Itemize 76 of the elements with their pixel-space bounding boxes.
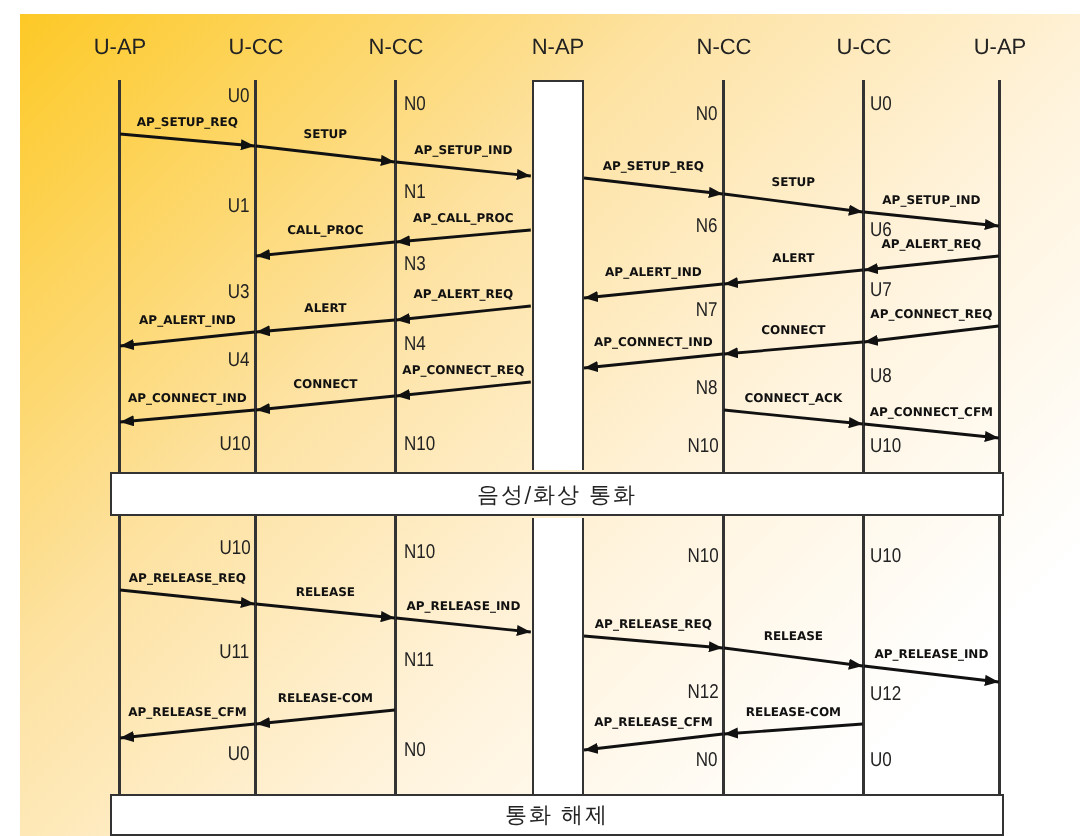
lifeline-header: U-CC — [226, 36, 286, 60]
state-label: N8 — [696, 378, 718, 400]
lifeline-header: N-AP — [529, 36, 587, 60]
message-arrow — [119, 132, 255, 151]
state-label: U10 — [218, 434, 250, 456]
state-label: N0 — [404, 740, 426, 762]
phase-band — [110, 472, 1004, 516]
state-label: U12 — [870, 684, 902, 706]
state-label: N0 — [404, 94, 426, 116]
state-label: N6 — [696, 216, 718, 238]
message-arrow — [863, 210, 999, 231]
state-label: N10 — [686, 436, 718, 458]
message-arrow — [723, 268, 863, 289]
message-arrow — [583, 176, 723, 198]
message-arrow — [723, 646, 863, 670]
message-arrow — [863, 324, 999, 346]
state-label: U10 — [870, 436, 902, 458]
state-label: U7 — [870, 280, 892, 302]
message-arrow — [255, 318, 395, 337]
state-label: U4 — [228, 350, 250, 372]
message-arrow — [863, 664, 999, 686]
phase-title: 통화 해제 — [504, 800, 610, 830]
phase-title: 음성/화상 통화 — [476, 479, 638, 509]
message-arrow — [255, 708, 395, 729]
state-label: N1 — [404, 182, 426, 204]
state-label: N12 — [686, 682, 718, 704]
message-arrow — [723, 340, 863, 359]
state-label: N11 — [404, 650, 434, 672]
message-arrow — [395, 380, 531, 401]
lifeline-header: U-CC — [834, 36, 894, 60]
message-arrow — [119, 330, 255, 351]
message-arrow — [119, 408, 255, 427]
message-arrow — [723, 192, 863, 216]
message-arrow — [723, 408, 863, 429]
state-label: N0 — [696, 750, 718, 772]
lifeline-header: U-AP — [91, 36, 149, 60]
state-label: U10 — [870, 546, 902, 568]
phase-band — [110, 794, 1004, 836]
entity-box — [532, 518, 584, 794]
state-label: U0 — [228, 744, 250, 766]
state-label: U8 — [870, 366, 892, 388]
lifeline-header: N-CC — [366, 36, 426, 60]
lifeline-header: U-AP — [971, 36, 1029, 60]
message-arrow — [723, 722, 863, 739]
message-arrow — [583, 634, 723, 653]
message-arrow — [395, 304, 531, 325]
state-label: U6 — [870, 220, 892, 242]
message-arrow — [583, 282, 723, 303]
state-label: U11 — [220, 642, 250, 664]
state-label: N10 — [404, 434, 436, 456]
state-label: N10 — [404, 542, 436, 564]
state-label: N7 — [696, 300, 718, 322]
message-arrow — [583, 352, 723, 373]
message-arrow — [119, 588, 255, 609]
message-arrow — [255, 602, 395, 623]
state-label: U10 — [218, 538, 250, 560]
lifeline-header: N-CC — [694, 36, 754, 60]
state-label: N4 — [404, 334, 426, 356]
message-arrow — [255, 240, 395, 261]
message-arrow — [395, 160, 531, 181]
state-label: N0 — [696, 104, 718, 126]
state-label: U3 — [228, 282, 250, 304]
message-arrow — [863, 254, 999, 275]
state-label: N3 — [404, 254, 426, 276]
message-arrow — [119, 722, 255, 743]
message-arrow — [395, 616, 531, 637]
message-arrow — [255, 144, 395, 166]
state-label: U0 — [870, 750, 892, 772]
message-arrow — [255, 394, 395, 415]
message-arrow — [583, 732, 723, 754]
state-label: U1 — [228, 196, 250, 218]
message-arrow — [395, 228, 531, 247]
state-label: N10 — [686, 546, 718, 568]
message-arrow — [863, 422, 999, 443]
state-label: U0 — [228, 86, 250, 108]
state-label: U0 — [870, 94, 892, 116]
